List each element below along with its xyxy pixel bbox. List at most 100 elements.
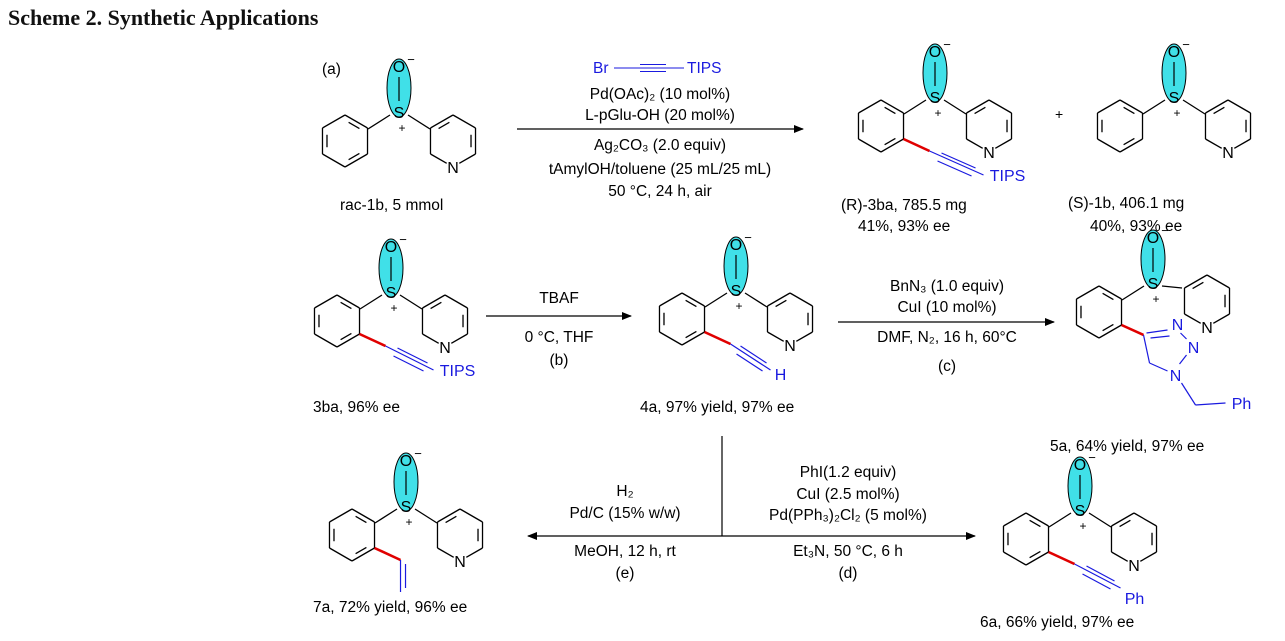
- prod-3ba-label-1: (R)-3ba, 785.5 mg: [841, 197, 967, 214]
- part-a-label: (a): [322, 61, 341, 78]
- nitrogen-atom: N: [1222, 145, 1234, 162]
- svg-text:TIPS: TIPS: [440, 363, 476, 380]
- prod-3ba-label-2: 41%, 93% ee: [858, 218, 951, 235]
- svg-text:S: S: [386, 285, 397, 302]
- nitrogen-atom: N: [439, 340, 451, 357]
- 4a-pyridyl-ring: N: [766, 292, 814, 355]
- svg-text:N: N: [1172, 317, 1184, 334]
- cmpd-6a-label: 6a, 66% yield, 97% ee: [980, 614, 1135, 631]
- rac-1b-phenyl-ring: [321, 114, 369, 168]
- 7a-pyridyl-ring: N: [436, 508, 484, 571]
- nitrogen-atom: N: [1201, 320, 1213, 337]
- cmpd-4a-label: 4a, 97% yield, 97% ee: [640, 399, 795, 416]
- s-1b-sulfoxide: S O− +: [1161, 37, 1190, 120]
- oxygen-atom: O: [393, 59, 405, 76]
- cond-c-tag: (c): [937, 358, 957, 375]
- scheme-title: Scheme 2. Synthetic Applications: [8, 5, 319, 30]
- svg-text:H: H: [775, 367, 787, 384]
- svg-text:−: −: [1161, 223, 1169, 238]
- cond-a-line5: 50 °C, 24 h, air: [608, 183, 712, 200]
- svg-text:S: S: [1148, 276, 1159, 293]
- cond-c-line1: BnN₃ (1.0 equiv): [889, 278, 1004, 295]
- svg-text:−: −: [744, 230, 752, 245]
- 6a-phenyl-ring: [1002, 512, 1050, 566]
- svg-text:−: −: [1088, 450, 1096, 465]
- bromo-br: Br: [593, 60, 609, 77]
- cmpd-3ba-label: 3ba, 96% ee: [313, 399, 401, 416]
- svg-text:+: +: [405, 515, 412, 529]
- r-3ba-alkyne: TIPS: [929, 150, 1025, 185]
- cond-d-tag: (d): [838, 565, 858, 582]
- svg-text:N: N: [1170, 368, 1182, 385]
- svg-text:+: +: [934, 106, 941, 120]
- svg-text:S: S: [1075, 503, 1086, 520]
- r-3ba-pyridyl-ring: N: [965, 99, 1013, 162]
- cond-c-line2: CuI (10 mol%): [897, 299, 997, 316]
- svg-text:+: +: [1079, 519, 1086, 533]
- 5a-sulfoxide: S O− +: [1140, 223, 1169, 306]
- svg-text:S: S: [401, 499, 412, 516]
- 4a-phenyl-ring: [658, 292, 706, 346]
- svg-text:−: −: [943, 37, 951, 52]
- r-3ba-sulfoxide: SO−+: [922, 37, 951, 120]
- cond-e-line2: Pd/C (15% w/w): [569, 505, 681, 522]
- cond-a-line4: tAmylOH/toluene (25 mL/25 mL): [548, 161, 772, 178]
- svg-text:+: +: [398, 121, 405, 135]
- svg-text:N: N: [1188, 340, 1200, 357]
- svg-text:+: +: [735, 299, 742, 313]
- cond-e-line1: H₂: [616, 483, 634, 500]
- cond-a-line2: L-pGlu-OH (20 mol%): [585, 107, 735, 124]
- 7a-vinyl: [399, 560, 407, 592]
- 6a-pyridyl-ring: N: [1110, 512, 1158, 575]
- svg-text:S: S: [1169, 90, 1180, 107]
- rac-1b-pyridyl-ring: N: [429, 114, 477, 177]
- cond-a-line1: Pd(OAc)₂ (10 mol%): [589, 86, 731, 103]
- prod-1b-label-2: 40%, 93% ee: [1090, 218, 1183, 235]
- 6a-alkyne: Ph: [1074, 563, 1144, 608]
- bromo-tips: TIPS: [687, 60, 722, 77]
- s-1b-pyridyl-ring: N: [1204, 99, 1252, 162]
- cond-a-line3: Ag₂CO₃ (2.0 equiv): [593, 137, 727, 154]
- oxygen-atom: O: [385, 239, 397, 256]
- svg-text:S: S: [731, 283, 742, 300]
- svg-text:−: −: [407, 52, 415, 67]
- 3ba-pyridyl-ring: N: [421, 294, 469, 357]
- nitrogen-atom: N: [1128, 558, 1140, 575]
- 7a-phenyl-ring: [328, 508, 376, 562]
- cond-b-mid: 0 °C, THF: [524, 329, 594, 346]
- sm-label: rac-1b, 5 mmol: [340, 197, 444, 214]
- nitrogen-atom: N: [983, 145, 995, 162]
- svg-text:−: −: [1182, 37, 1190, 52]
- svg-text:+: +: [1152, 292, 1159, 306]
- cond-e-tag: (e): [615, 565, 635, 582]
- prod-1b-label-1: (S)-1b, 406.1 mg: [1068, 195, 1185, 212]
- nitrogen-atom: N: [447, 160, 459, 177]
- 5a-phenyl-ring: [1075, 285, 1123, 339]
- 3ba-phenyl-ring: [313, 294, 361, 348]
- s-1b-phenyl-ring: [1096, 99, 1144, 153]
- cond-d-line2: CuI (2.5 mol%): [796, 486, 900, 503]
- svg-text:S: S: [394, 105, 405, 122]
- 3ba-sulfoxide: S O− +: [378, 232, 407, 315]
- oxygen-atom: O: [1168, 44, 1180, 61]
- cond-e-line3: MeOH, 12 h, rt: [574, 543, 676, 560]
- cmpd-7a-label: 7a, 72% yield, 96% ee: [313, 599, 468, 616]
- svg-text:−: −: [399, 232, 407, 247]
- svg-text:S: S: [930, 90, 941, 107]
- bromo-alkyne-triple-bond: [614, 63, 684, 73]
- svg-text:+: +: [390, 301, 397, 315]
- r-3ba-phenyl-ring: [857, 99, 905, 153]
- oxygen-atom: O: [730, 237, 742, 254]
- 4a-sulfoxide: S O− +: [723, 230, 752, 313]
- oxygen-atom: O: [400, 453, 412, 470]
- svg-text:−: −: [414, 446, 422, 461]
- cond-c-line3: DMF, N₂, 16 h, 60°C: [877, 329, 1017, 346]
- rac-1b-sulfoxide: S O− +: [386, 52, 415, 135]
- svg-text:+: +: [1173, 106, 1180, 120]
- cond-b-top: TBAF: [539, 290, 579, 307]
- 6a-sulfoxide: SO−+: [1067, 450, 1096, 533]
- oxygen-atom: O: [1147, 230, 1159, 247]
- cond-d-line3: Pd(PPh₃)₂Cl₂ (5 mol%): [769, 507, 927, 524]
